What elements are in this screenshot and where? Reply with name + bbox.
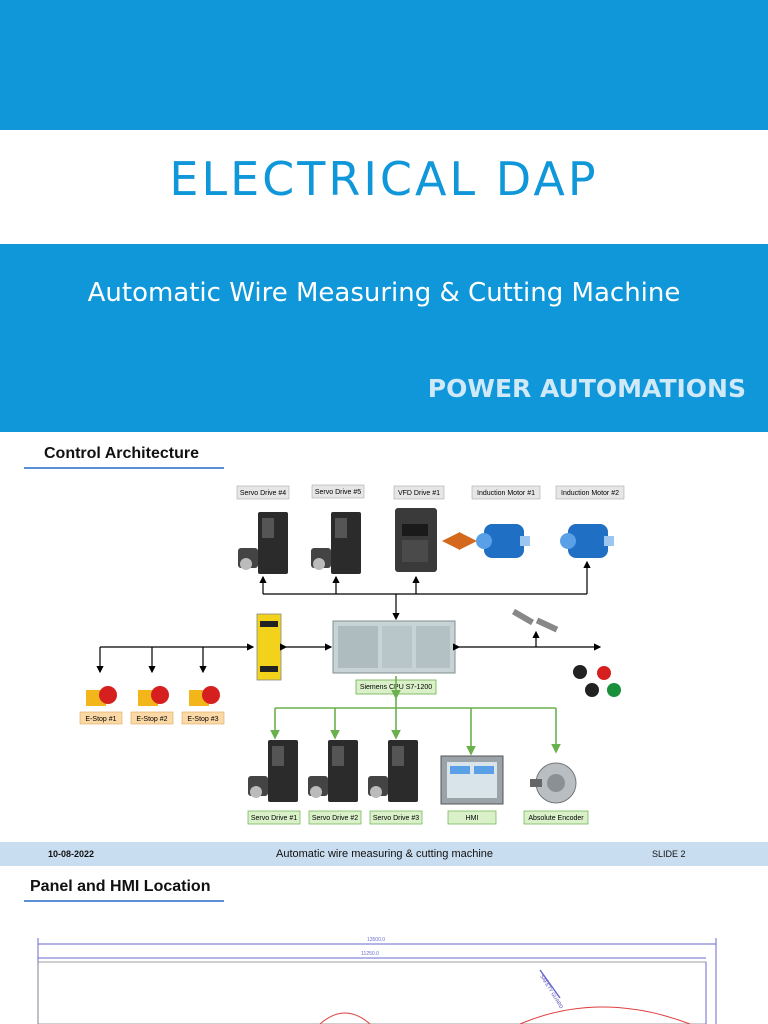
bottom-bus-arrows: [270, 676, 561, 756]
label-estop-3: E-Stop #3: [187, 716, 218, 723]
label-servo-drive-1: Servo Drive #1: [251, 815, 297, 822]
footer-slide-number: SLIDE 2: [652, 849, 686, 859]
section-heading-control-architecture: Control Architecture: [44, 445, 199, 462]
servo-drive-4-icon: [238, 512, 288, 574]
safety-arc-right: [519, 1006, 691, 1024]
label-vfd-drive-1: VFD Drive #1: [398, 490, 440, 497]
vfd-drive-icon: [395, 508, 437, 572]
bottom-device-labels: Servo Drive #1 Servo Drive #2 Servo Driv…: [247, 810, 589, 825]
servo-drive-1-icon: [248, 740, 298, 802]
label-estop-2: E-Stop #2: [136, 716, 167, 723]
push-buttons-icon: [573, 665, 621, 697]
company-name: POWER AUTOMATIONS: [427, 374, 746, 403]
estop-icons: [86, 686, 220, 706]
label-hmi: HMI: [466, 815, 479, 822]
panel-layout-drawing: 13500.0 11250.0 SAFETY GUARD: [37, 937, 717, 1024]
subtitle-band: [0, 244, 768, 432]
section-underline: [24, 467, 224, 469]
label-servo-drive-5: Servo Drive #5: [315, 489, 361, 496]
sensor-bus-arrows: [453, 630, 602, 651]
label-induction-motor-2: Induction Motor #2: [561, 490, 619, 497]
label-estop-1: E-Stop #1: [85, 716, 116, 723]
page-subtitle: Automatic Wire Measuring & Cutting Machi…: [87, 278, 681, 308]
plc-cpu-icon: [332, 620, 456, 674]
header-top-band: [0, 0, 768, 130]
servo-drive-2-icon: [308, 740, 358, 802]
hmi-icon: [440, 755, 504, 805]
control-architecture-diagram: Servo Drive #4 Servo Drive #5 VFD Drive …: [79, 484, 625, 825]
slide-footer: 10-08-2022 Automatic wire measuring & cu…: [0, 842, 768, 866]
label-induction-motor-1: Induction Motor #1: [477, 490, 535, 497]
absolute-encoder-icon: [530, 762, 577, 804]
label-servo-drive-2: Servo Drive #2: [312, 815, 358, 822]
servo-drive-3-icon: [368, 740, 418, 802]
servo-drive-5-icon: [311, 512, 361, 574]
estop-labels: E-Stop #1 E-Stop #2 E-Stop #3: [79, 711, 225, 725]
safety-relay-icon: [256, 613, 282, 681]
footer-title: Automatic wire measuring & cutting machi…: [276, 848, 494, 860]
section-underline-2: [24, 900, 224, 902]
page-title: ELECTRICAL DAP: [169, 152, 599, 206]
top-device-labels: Servo Drive #4 Servo Drive #5 VFD Drive …: [236, 484, 625, 500]
footer-date: 10-08-2022: [48, 849, 95, 859]
section-heading-panel-hmi: Panel and HMI Location: [30, 878, 211, 895]
dimension-text-top: 13500.0: [367, 937, 385, 943]
safety-arc-left: [319, 1012, 371, 1024]
label-servo-drive-4: Servo Drive #4: [240, 490, 286, 497]
induction-motor-2-icon: [560, 524, 614, 558]
dimension-text-inner: 11250.0: [361, 951, 379, 957]
induction-motor-1-icon: [476, 524, 530, 558]
safety-guard-note: SAFETY GUARD: [538, 974, 564, 1010]
estop-bus-arrows: [96, 643, 333, 674]
top-bus-arrows: [259, 560, 591, 621]
label-absolute-encoder: Absolute Encoder: [528, 815, 584, 822]
proximity-sensors-icon: [511, 608, 559, 633]
title-band: [0, 130, 768, 244]
label-servo-drive-3: Servo Drive #3: [373, 815, 419, 822]
